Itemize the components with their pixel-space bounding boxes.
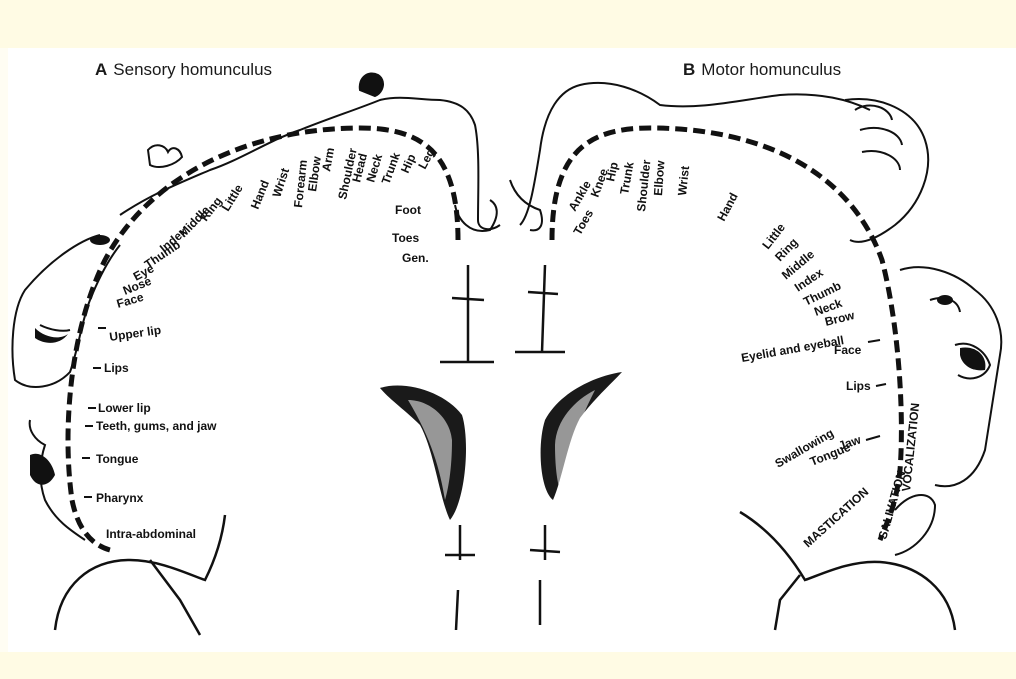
motor-cortex-arc (552, 128, 901, 540)
sensory-label-upper-lip: Upper lip (108, 323, 161, 344)
sensory-label-hand: Hand (248, 178, 272, 211)
motor-label-mastication: MASTICATION (801, 485, 872, 551)
motor-label-salivation: SALIVATION (875, 469, 908, 541)
sensory-label-little: Little (219, 182, 246, 214)
sensory-label-lips: Lips (104, 361, 129, 375)
sensory-label-forearm: Forearm (291, 159, 310, 208)
motor-label-face: Face (834, 343, 862, 357)
motor-label-eyelid: Eyelid and eyeball (740, 333, 845, 365)
motor-label-shoulder: Shoulder (634, 159, 653, 213)
motor-label-lips: Lips (846, 379, 871, 393)
sensory-label-pharynx: Pharynx (96, 491, 144, 505)
sensory-label-lower-lip: Lower lip (98, 401, 151, 415)
motor-face (937, 295, 985, 370)
sensory-label-toes: Toes (392, 231, 419, 245)
motor-figure (510, 83, 1001, 555)
ventricles (380, 372, 622, 520)
motor-label-elbow: Elbow (651, 159, 667, 196)
sensory-label-gen: Gen. (402, 251, 429, 265)
sensory-label-wrist: Wrist (270, 166, 293, 199)
sensory-label-tongue: Tongue (96, 452, 139, 466)
motor-label-hip: Hip (603, 161, 621, 183)
sensory-label-intra-abdominal: Intra-abdominal (106, 527, 196, 541)
sensory-label-face: Face (115, 290, 145, 311)
sensory-label-teeth: Teeth, gums, and jaw (96, 419, 217, 433)
motor-label-hand: Hand (714, 190, 740, 223)
motor-labels: Knee Hip Trunk Shoulder Elbow Wrist Hand… (565, 159, 922, 550)
motor-label-wrist: Wrist (675, 165, 692, 196)
sensory-label-foot: Foot (395, 203, 421, 217)
